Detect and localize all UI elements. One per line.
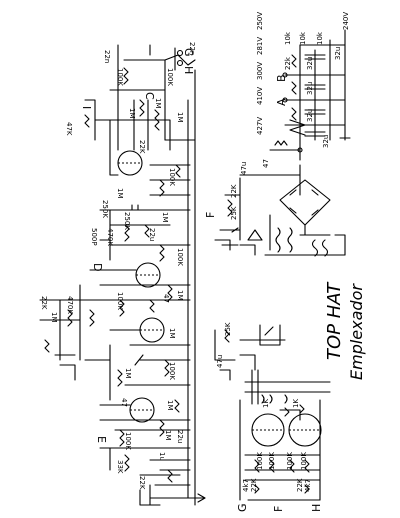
power-value: 100K — [300, 452, 308, 470]
preamp-value: 1M — [164, 430, 172, 441]
preamp-value: 250K — [123, 212, 131, 230]
node-labels: G H I C D E — [80, 48, 195, 443]
supply-cap: 32u — [334, 47, 342, 60]
preamp-value: 100K — [176, 248, 184, 266]
supply-voltage: 250V — [256, 12, 264, 30]
power-pot-value: 25K — [224, 322, 232, 336]
preamp-value: 100K — [124, 432, 132, 450]
supply-cap: 32u — [306, 109, 314, 122]
title-line2: Emplexador — [347, 283, 366, 380]
node-label-h-out: H — [310, 504, 323, 512]
preamp-value: 1M — [154, 98, 162, 109]
preamp-value: 1M — [176, 112, 184, 123]
power-value: 100K — [286, 452, 294, 470]
power-value: 4k7 — [242, 479, 250, 492]
preamp-value: 22K — [40, 296, 48, 310]
node-label-a: A — [275, 98, 288, 106]
preamp-value: 470K — [106, 228, 114, 246]
node-label-h: H — [182, 66, 195, 74]
node-label-e: E — [95, 436, 108, 443]
node-label-d: D — [91, 263, 104, 271]
power-value: 22K — [250, 478, 258, 492]
power-value: 47u — [216, 355, 224, 368]
power-amp-section — [214, 324, 331, 501]
preamp-value: 470K — [66, 296, 74, 314]
preamp-value: 500P — [90, 228, 98, 246]
node-label-g: G — [182, 48, 195, 57]
supply-voltage: 240V — [342, 12, 350, 30]
preamp-value: 1M — [161, 212, 169, 223]
node-label-g-out: G — [236, 503, 249, 512]
node-label-f-out: F — [272, 506, 285, 512]
preamp-value: 33K — [116, 460, 124, 474]
node-label-b: B — [275, 74, 288, 82]
preamp-values: 100K 100K 47K 1M 1M 1M 22K 250K 1M 100K … — [40, 42, 196, 490]
preamp-section — [39, 44, 206, 506]
power-value: 1K — [262, 399, 270, 408]
preamp-value: 100K — [116, 68, 124, 86]
power-value: 100K — [256, 452, 264, 470]
rectifier-value: 47u — [240, 162, 248, 175]
preamp-value: 1M — [124, 368, 132, 379]
preamp-value: 47 — [120, 398, 128, 407]
power-value: 22K — [296, 478, 304, 492]
preamp-value: 1M — [128, 108, 136, 119]
power-supply-section — [269, 29, 351, 161]
power-value: 1K — [292, 399, 300, 408]
supply-cap: 32u — [306, 82, 314, 95]
gain-pot-value: 1M — [50, 312, 58, 323]
supply-resistor: 10k — [316, 31, 324, 45]
power-amp-labels: 1K 1K 100K 100K 100K 100K 4k7 4k7 22K 22… — [216, 322, 323, 512]
supply-resistor: 10k — [284, 31, 292, 45]
node-label-f: F — [204, 212, 217, 218]
output-cap-value: 22n — [188, 42, 196, 55]
node-label-c: C — [143, 92, 156, 100]
supply-resistor: 10k — [299, 31, 307, 45]
preamp-value: 1M — [168, 328, 176, 339]
power-value: 4k7 — [304, 479, 312, 492]
preamp-value: 100K — [166, 68, 174, 86]
diagram-title: TOP HAT Emplexador — [324, 281, 366, 380]
choke-value: 47 — [262, 159, 270, 168]
preamp-value: 1u — [158, 452, 166, 461]
preamp-value: 1M — [176, 290, 184, 301]
power-value: 100K — [268, 452, 276, 470]
preamp-value: 100K — [168, 168, 176, 186]
supply-voltage: 281V — [256, 37, 264, 55]
supply-voltage: 410V — [256, 87, 264, 105]
rectifier-value: 25K — [230, 206, 238, 220]
supply-cap: 32u — [306, 57, 314, 70]
preamp-value: 47 — [162, 294, 170, 303]
output-cap-value: 22n — [103, 50, 111, 63]
preamp-value: 1M — [166, 400, 174, 411]
supply-resistor: 22k — [284, 56, 292, 70]
supply-voltage: 427V — [256, 117, 264, 135]
preamp-value: 22K — [138, 140, 146, 154]
preamp-value: 100K — [168, 362, 176, 380]
node-label-i: I — [80, 106, 93, 109]
rectifier-labels: 47u 22K 25K F — [204, 162, 248, 220]
supply-voltage: 300V — [256, 62, 264, 80]
supply-labels: 427V 410V 300V 281V 250V 240V A B 22k 10… — [256, 12, 350, 168]
preamp-value: 100K — [116, 292, 124, 310]
preamp-value: 22K — [138, 476, 146, 490]
preamp-value: 22u — [176, 430, 184, 443]
preamp-value: 22u — [148, 228, 156, 241]
preamp-value: 250K — [101, 200, 109, 218]
supply-cap: 32u — [322, 135, 330, 148]
rectifier-section — [214, 164, 346, 257]
title-line1: TOP HAT — [324, 281, 345, 360]
preamp-value: 47K — [65, 122, 73, 136]
preamp-value: 1M — [116, 188, 124, 199]
rectifier-value: 22K — [230, 184, 238, 198]
